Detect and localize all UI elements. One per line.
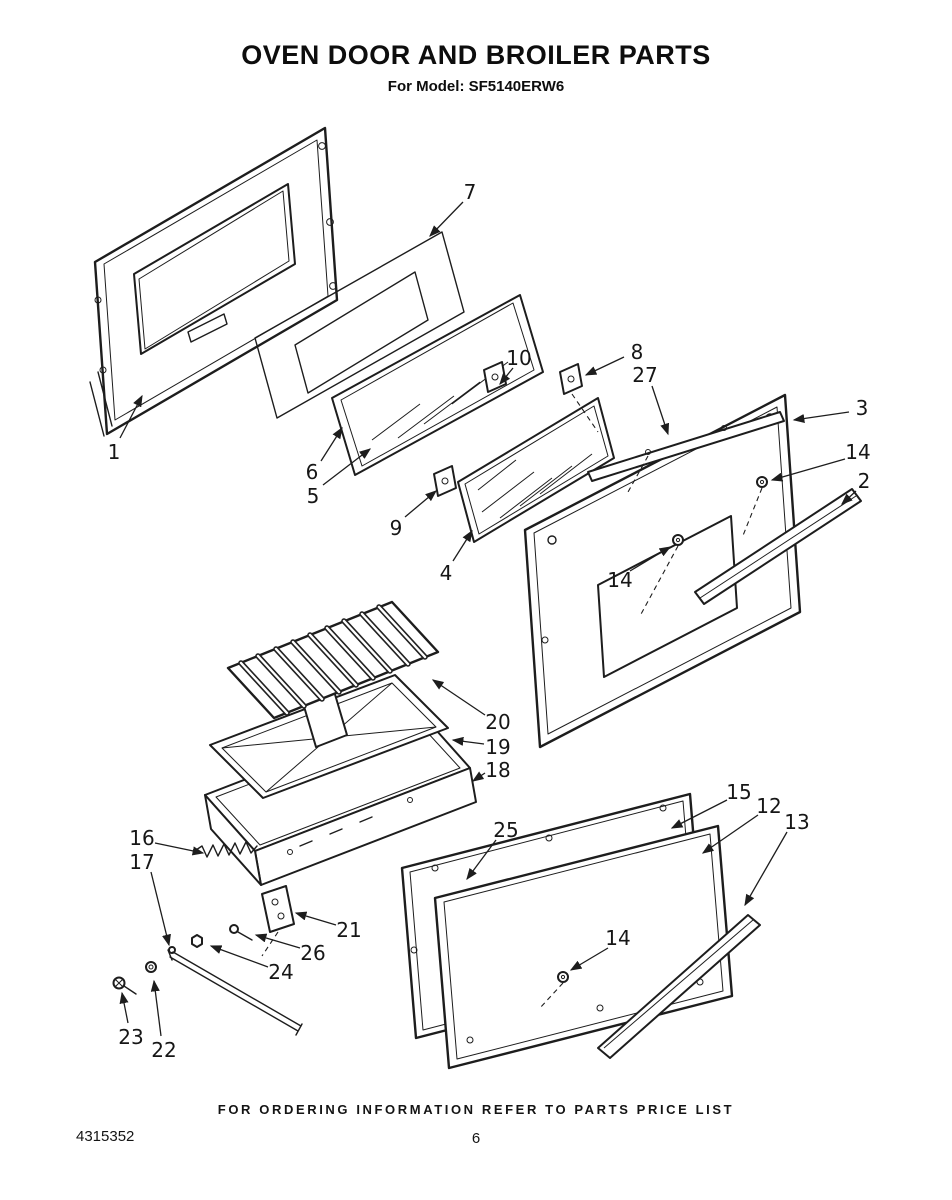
part-bracket-21 xyxy=(261,885,295,957)
screw-14-bottom xyxy=(539,971,569,1009)
part-callout-6: 6 xyxy=(306,460,319,484)
model-subtitle: For Model: SF5140ERW6 xyxy=(387,78,565,95)
callout-leader-5 xyxy=(322,448,372,486)
part-callout-3: 3 xyxy=(856,396,869,420)
part-broiler-grid xyxy=(226,600,440,748)
callout-leader-8 xyxy=(584,356,625,376)
callout-leader-4 xyxy=(452,529,473,562)
part-callout-1: 1 xyxy=(108,440,121,464)
assembly-guide-lines xyxy=(571,393,763,617)
part-callout-10: 10 xyxy=(506,346,531,370)
callout-leader-19 xyxy=(451,736,485,746)
page-title: OVEN DOOR AND BROILER PARTS xyxy=(241,40,711,70)
part-slide-rod xyxy=(167,949,303,1036)
part-callout-14: 14 xyxy=(605,926,630,950)
part-callout-22: 22 xyxy=(151,1038,176,1062)
callout-leader-16 xyxy=(154,842,205,856)
part-callout-16: 16 xyxy=(129,826,154,850)
part-screw-23 xyxy=(112,976,137,995)
callout-leader-7 xyxy=(429,201,464,237)
callout-leader-1 xyxy=(119,394,143,439)
part-callout-14: 14 xyxy=(845,440,870,464)
part-callout-17: 17 xyxy=(129,850,154,874)
callout-leader-22 xyxy=(150,979,162,1037)
part-callout-9: 9 xyxy=(390,516,403,540)
part-callout-23: 23 xyxy=(118,1025,143,1049)
callout-leader-14 xyxy=(770,458,846,482)
page-number: 6 xyxy=(471,1130,481,1147)
part-callout-24: 24 xyxy=(268,960,293,984)
part-callout-26: 26 xyxy=(300,941,325,965)
part-drawer-handle xyxy=(597,914,761,1059)
part-callout-8: 8 xyxy=(631,340,644,364)
part-callout-4: 4 xyxy=(440,561,453,585)
part-callout-25: 25 xyxy=(493,818,518,842)
part-inner-door-frame xyxy=(331,294,544,476)
callout-leader-9 xyxy=(404,490,437,518)
part-broiler-drawer-body xyxy=(204,711,477,886)
part-door-handle xyxy=(694,488,862,605)
callout-leader-24 xyxy=(209,945,269,968)
part-callout-13: 13 xyxy=(784,810,809,834)
part-callout-18: 18 xyxy=(485,758,510,782)
callout-leader-14 xyxy=(629,546,672,572)
part-callout-14: 14 xyxy=(607,568,632,592)
part-callout-20: 20 xyxy=(485,710,510,734)
part-callout-7: 7 xyxy=(464,180,477,204)
part-callout-5: 5 xyxy=(307,484,320,508)
part-washer-22 xyxy=(145,961,157,973)
part-callout-19: 19 xyxy=(485,735,510,759)
screw-14-top xyxy=(756,476,768,488)
callout-leader-23 xyxy=(119,991,129,1024)
callout-leader-10 xyxy=(499,367,514,386)
hinge-bracket-8 xyxy=(559,363,583,395)
screw-14-middle xyxy=(672,534,684,546)
part-callout-12: 12 xyxy=(756,794,781,818)
callout-leader-3 xyxy=(792,411,850,424)
part-callout-15: 15 xyxy=(726,780,751,804)
part-callout-27: 27 xyxy=(632,363,657,387)
callout-leader-17 xyxy=(150,871,171,947)
callout-leader-14 xyxy=(569,947,609,971)
part-door-insulation xyxy=(254,231,465,419)
callout-leader-2 xyxy=(841,490,857,505)
ordering-note: FOR ORDERING INFORMATION REFER TO PARTS … xyxy=(217,1102,735,1117)
callout-leader-25 xyxy=(466,839,497,881)
page-header: OVEN DOOR AND BROILER PARTS For Model: S… xyxy=(0,40,952,95)
part-screw-26 xyxy=(229,924,253,941)
callout-leader-18 xyxy=(471,771,486,782)
part-trim-strip xyxy=(587,411,785,482)
callout-leader-13 xyxy=(744,831,788,907)
callout-leader-6 xyxy=(320,426,343,462)
callout-leader-27 xyxy=(651,385,670,436)
part-callout-21: 21 xyxy=(336,918,361,942)
part-door-glass xyxy=(457,397,615,543)
document-number: 4315352 xyxy=(76,1128,135,1145)
callout-leader-20 xyxy=(431,679,486,716)
part-callout-2: 2 xyxy=(858,469,871,493)
callout-leader-15 xyxy=(670,799,728,829)
callout-leader-12 xyxy=(701,814,759,854)
part-spring xyxy=(195,841,258,858)
part-outer-door-panel xyxy=(89,126,339,437)
part-nut-24 xyxy=(191,934,203,948)
hinge-bracket-9 xyxy=(433,465,457,497)
callout-leader-21 xyxy=(294,911,337,926)
callout-leader-26 xyxy=(254,933,301,949)
